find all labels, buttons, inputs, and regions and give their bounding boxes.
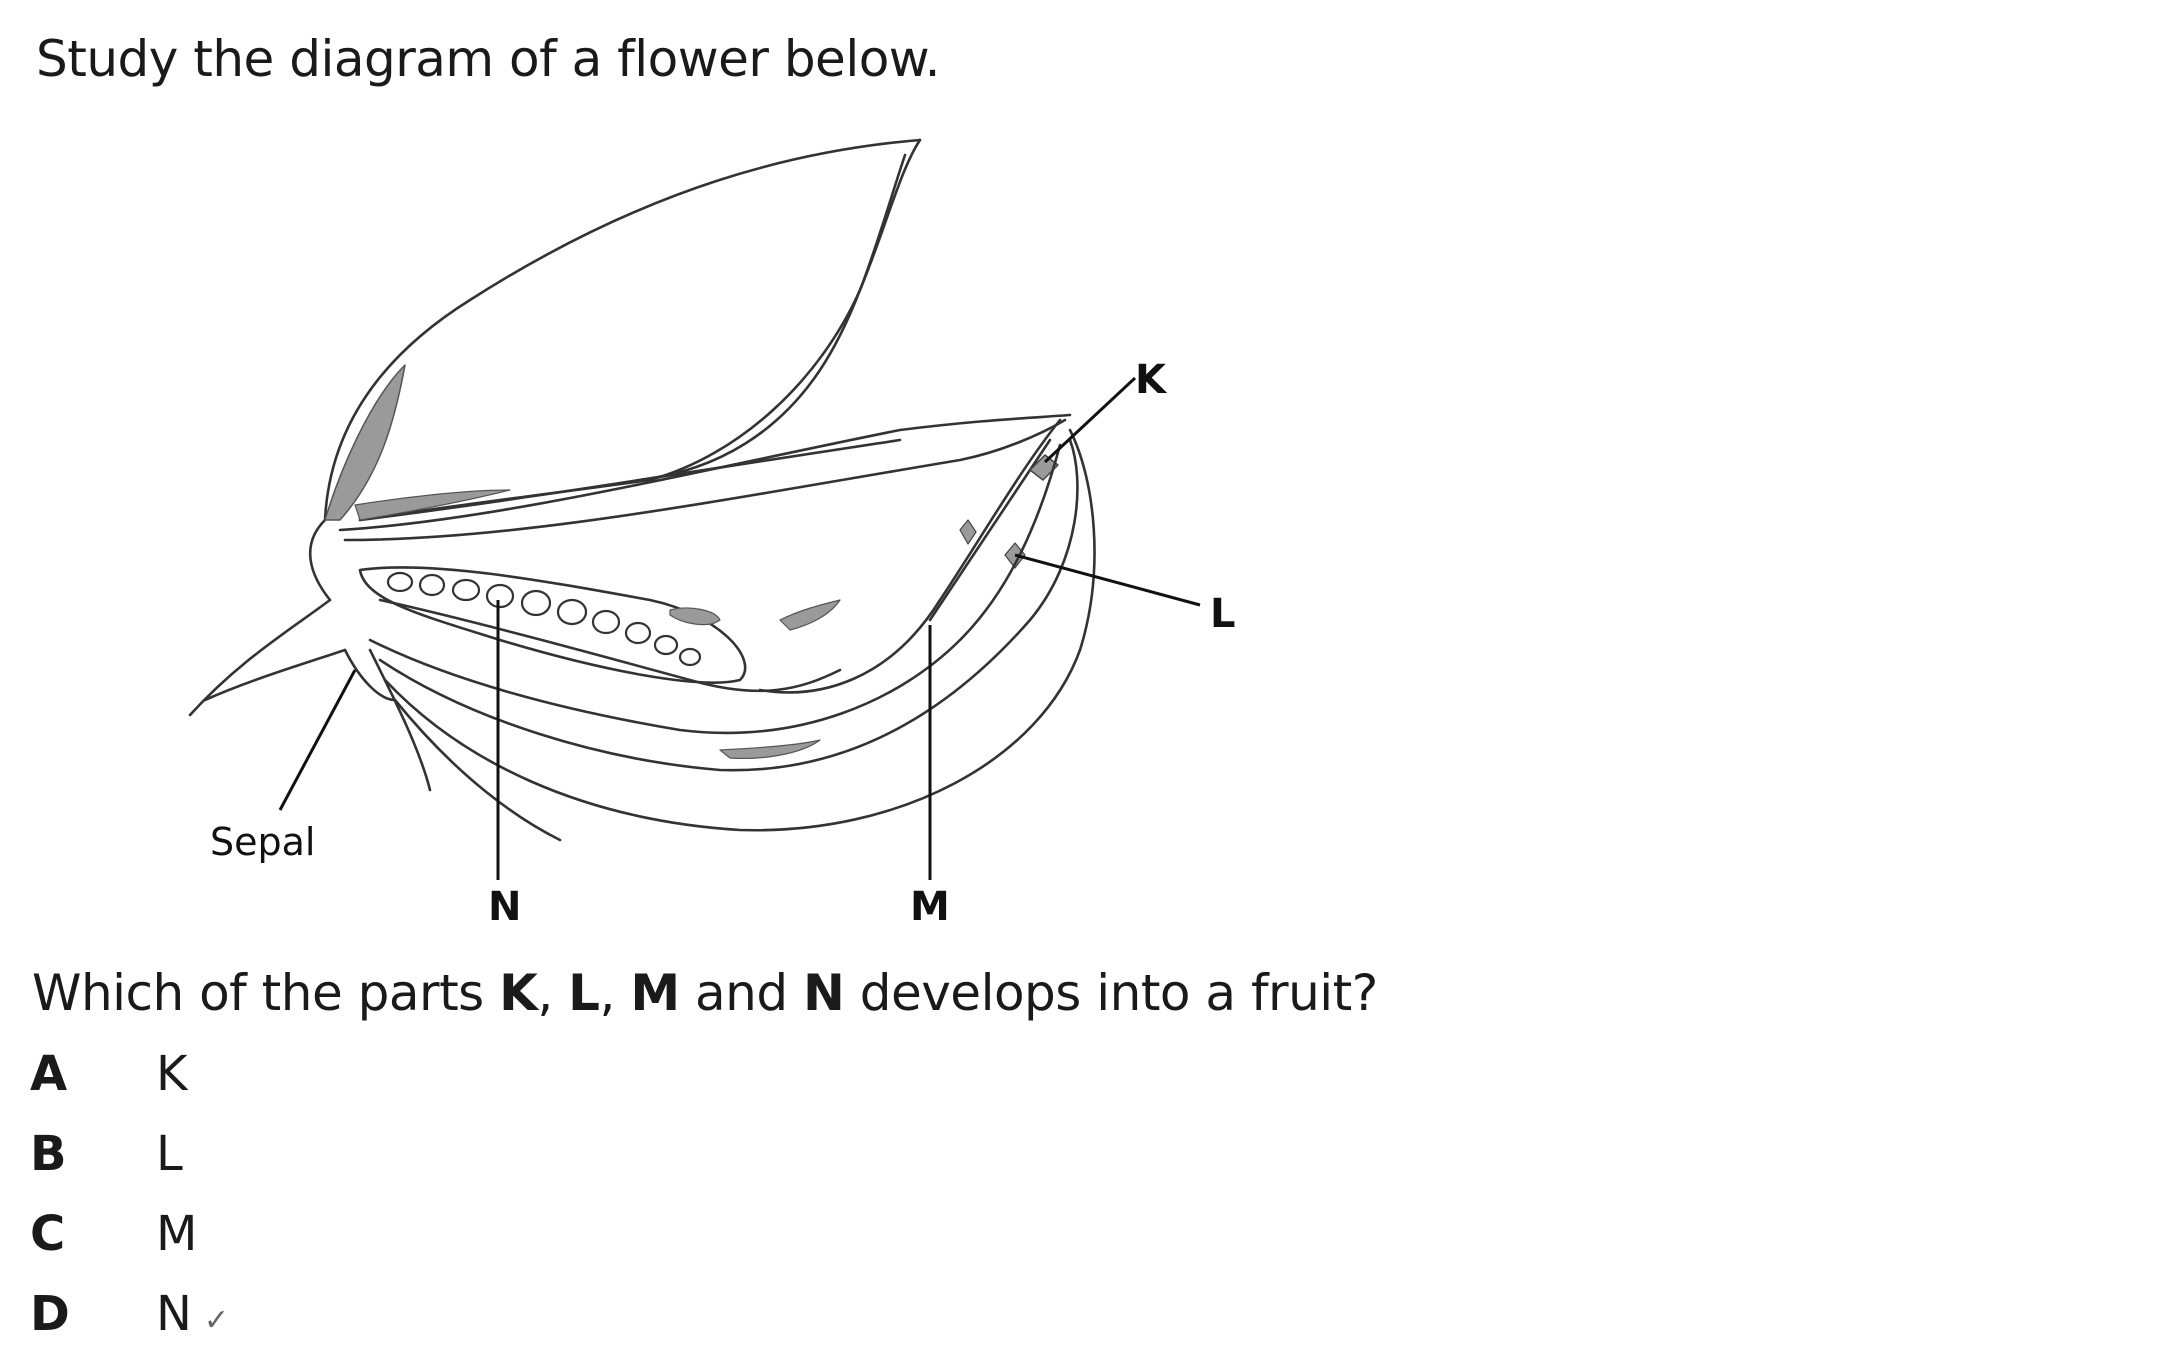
option-d[interactable]: D N ✓ [30, 1286, 229, 1366]
option-letter: D [30, 1286, 70, 1342]
question-sep-1: , [537, 964, 569, 1022]
question-sep-2: , [599, 964, 631, 1022]
leader-K [1043, 376, 1137, 464]
option-letter: B [30, 1126, 67, 1182]
option-text: M [156, 1206, 198, 1262]
filament-2 [343, 418, 1067, 542]
label-N: N [488, 884, 521, 930]
question-part-k: K [499, 964, 538, 1022]
ovary-wall-inner [378, 598, 842, 693]
stalk [188, 598, 332, 717]
stalk-lower [203, 648, 347, 702]
stigma [1029, 454, 1059, 481]
sepal-outer [393, 698, 562, 842]
check-mark-icon: ✓ [203, 1303, 230, 1338]
lower-petal-3 [383, 428, 1096, 832]
option-text: L [156, 1126, 183, 1182]
filament-shade [354, 489, 511, 521]
label-L: L [1210, 591, 1236, 637]
ovules [386, 571, 702, 667]
option-letter: A [30, 1046, 68, 1102]
ovule-shade [669, 607, 721, 626]
option-b[interactable]: B L [30, 1126, 229, 1206]
filament-1 [338, 413, 1072, 532]
style-inner [928, 438, 1052, 622]
option-a[interactable]: A K [30, 1046, 229, 1126]
ovary-top [358, 566, 747, 684]
petal-inner [638, 153, 907, 482]
question-prefix: Which of the parts [32, 964, 500, 1022]
question-part-l: L [568, 964, 600, 1022]
option-c[interactable]: C M [30, 1206, 229, 1286]
sepal-lower [368, 648, 432, 792]
intro-text: Study the diagram of a flower below. [36, 30, 941, 88]
lower-shade [719, 739, 821, 759]
lower-petal-1 [368, 443, 1062, 735]
question-part-m: M [630, 964, 680, 1022]
petal-base-shade [324, 364, 406, 521]
receptacle [308, 518, 332, 602]
question-part-n: N [802, 964, 845, 1022]
lower-petal-2 [378, 438, 1079, 772]
petal-outer [323, 138, 922, 522]
answer-options: A K B L C M D N ✓ [30, 1046, 229, 1366]
option-text: K [156, 1046, 188, 1102]
leader-L [1014, 553, 1201, 607]
option-text: N [156, 1286, 192, 1342]
label-sepal: Sepal [210, 820, 315, 864]
label-M: M [910, 884, 950, 930]
petal-lower-edge [358, 438, 902, 522]
petal-tip [358, 138, 922, 522]
leader-sepal [278, 669, 357, 811]
question-text: Which of the parts K, L, M and N develop… [32, 964, 1378, 1022]
question-suffix: develops into a fruit? [844, 964, 1379, 1022]
label-K: K [1135, 357, 1168, 403]
option-letter: C [30, 1206, 66, 1262]
anther-shade [959, 519, 977, 545]
question-and: and [679, 964, 803, 1022]
lower-shade-2 [779, 599, 841, 631]
receptacle-lower [343, 648, 397, 702]
style-outer [758, 418, 1062, 694]
